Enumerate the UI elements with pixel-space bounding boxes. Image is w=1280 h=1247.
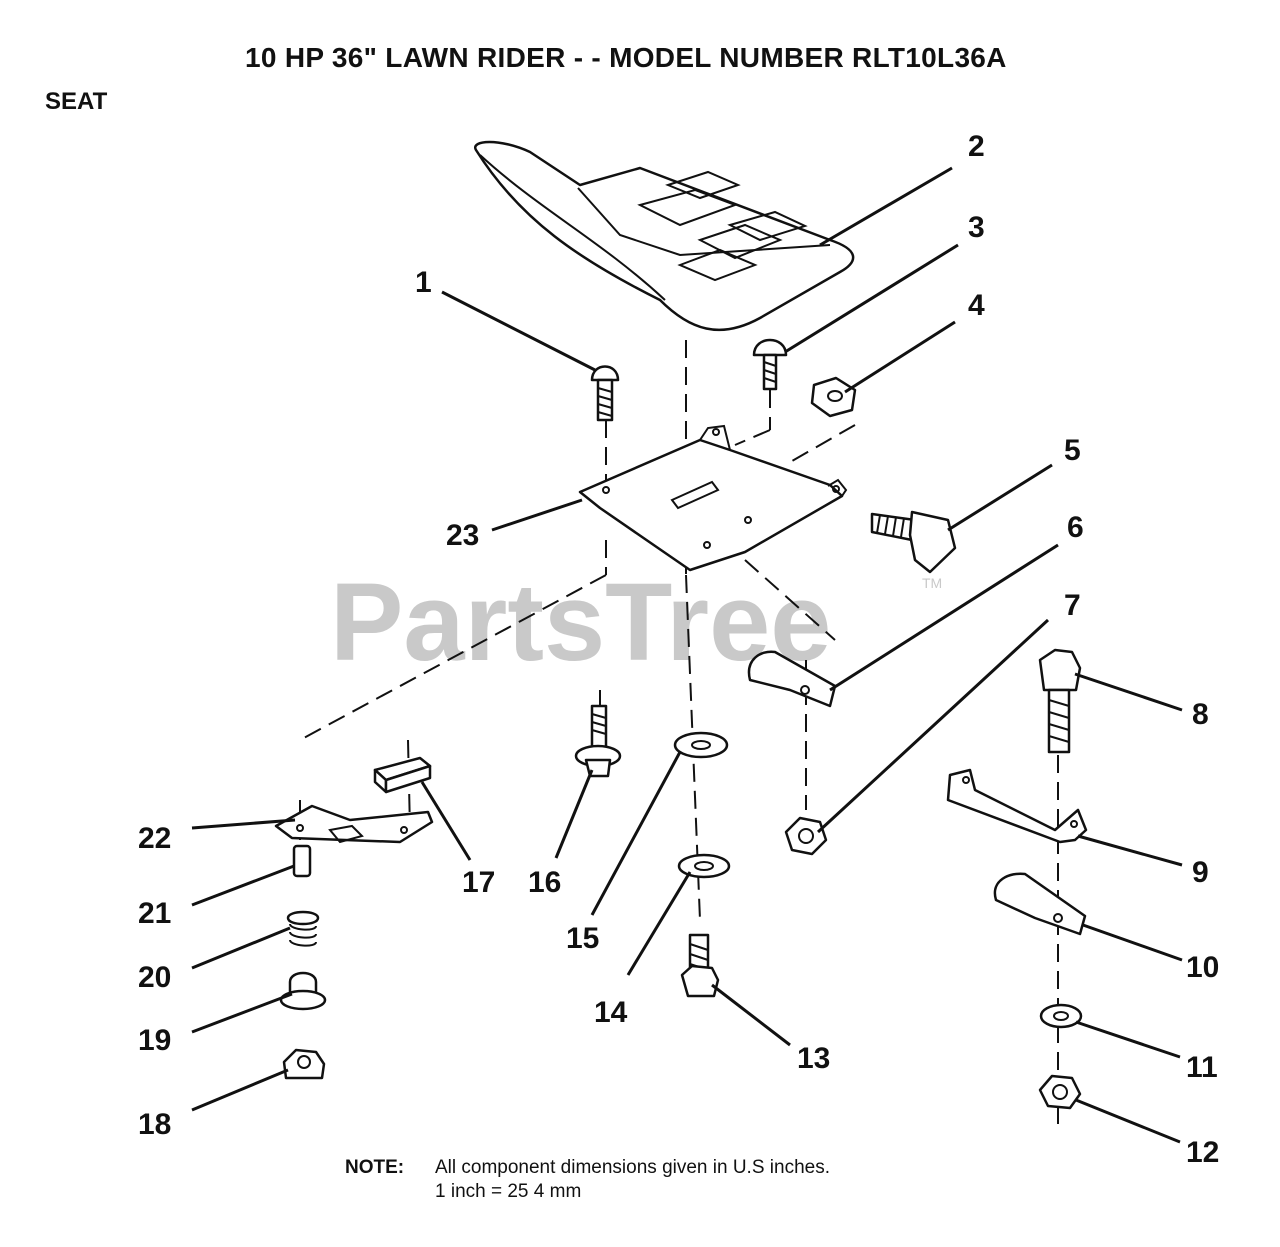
washer-part-11 — [1039, 1003, 1083, 1029]
hex-bolt-part-13 — [680, 933, 720, 998]
callout-23: 23 — [446, 519, 479, 552]
clip-part-10 — [993, 872, 1087, 936]
callout-5: 5 — [1064, 434, 1081, 467]
callout-7: 7 — [1064, 589, 1081, 622]
diagram-title: 10 HP 36" LAWN RIDER - - MODEL NUMBER RL… — [245, 42, 1007, 73]
callout-6: 6 — [1067, 511, 1084, 544]
washer-part-15 — [673, 731, 729, 759]
callout-16: 16 — [528, 866, 561, 899]
callout-21: 21 — [138, 897, 171, 930]
bracket-part-6 — [747, 650, 837, 708]
callout-4: 4 — [968, 289, 985, 322]
callout-11: 11 — [1186, 1051, 1218, 1084]
callout-18: 18 — [138, 1108, 171, 1141]
assembly-lines — [299, 340, 1059, 1130]
latch-plate-part-22 — [274, 804, 434, 844]
seat-pan-part-23 — [578, 424, 848, 572]
dimension-note: NOTE: All component dimensions given in U… — [345, 1156, 830, 1204]
callout-20: 20 — [138, 961, 171, 994]
bushing-part-19 — [279, 971, 327, 1011]
callout-3: 3 — [968, 211, 985, 244]
callout-22: 22 — [138, 822, 171, 855]
callout-8: 8 — [1192, 698, 1209, 731]
note-label: NOTE: — [345, 1157, 405, 1178]
spring-part-20 — [286, 910, 320, 947]
watermark-trademark: TM — [922, 575, 942, 591]
leader-lines — [191, 166, 1183, 1144]
hex-bolt-part-8 — [1038, 648, 1082, 754]
lock-nut-part-7 — [784, 816, 828, 856]
callout-17: 17 — [462, 866, 495, 899]
note-line-1: All component dimensions given in U.S in… — [435, 1157, 830, 1178]
seat-bracket-part-9 — [946, 768, 1088, 844]
callout-10: 10 — [1186, 951, 1219, 984]
shoulder-bolt-part-16 — [574, 704, 622, 778]
callout-15: 15 — [566, 922, 599, 955]
section-label: SEAT — [45, 88, 108, 115]
callout-2: 2 — [968, 130, 985, 163]
carriage-bolt-part-1 — [590, 365, 620, 422]
seat-part-2 — [474, 140, 855, 332]
flange-nut-part-18 — [282, 1048, 326, 1080]
callout-12: 12 — [1186, 1136, 1219, 1169]
bumper-part-17 — [373, 756, 432, 794]
callout-19: 19 — [138, 1024, 171, 1057]
pin-part-21 — [292, 844, 312, 878]
screw-part-3 — [752, 338, 788, 391]
washer-part-14 — [677, 853, 731, 879]
shoulder-bolt-part-5 — [870, 510, 957, 574]
callout-1: 1 — [415, 266, 432, 299]
nut-part-12 — [1038, 1074, 1082, 1110]
callout-14: 14 — [594, 996, 628, 1029]
callout-9: 9 — [1192, 856, 1209, 889]
callout-13: 13 — [797, 1042, 830, 1075]
note-line-2: 1 inch = 25 4 mm — [435, 1181, 582, 1202]
nut-part-4 — [810, 376, 857, 418]
watermark-text: PartsTree — [330, 561, 831, 684]
